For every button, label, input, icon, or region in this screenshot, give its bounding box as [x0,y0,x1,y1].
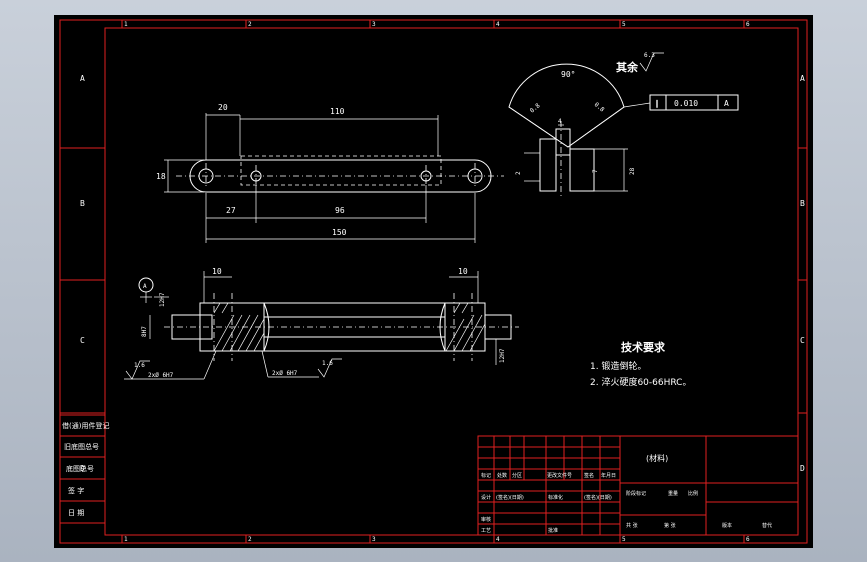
dim-20: 20 [218,103,228,112]
svg-text:3: 3 [372,21,376,28]
frame-zone-marks [60,20,807,543]
dim-4: 4 [558,118,562,125]
side-view: 90° 0.8 0.8 28 7 4 2 ∥ 0.010 A [508,63,739,197]
svg-text:4: 4 [496,21,500,28]
svg-text:6: 6 [746,536,750,543]
svg-text:2: 2 [248,21,252,28]
tech-req-title: 技术要求 [621,340,666,354]
svg-text:0.8: 0.8 [593,101,606,114]
svg-text:A: A [800,74,805,83]
svg-text:第 张: 第 张 [664,522,676,529]
holes-6h7-right: 2xØ 6H7 [272,370,298,377]
tolerance-value: 0.010 [674,99,698,108]
svg-text:标记: 标记 [481,472,491,479]
svg-text:3: 3 [372,536,376,543]
svg-text:比例: 比例 [688,490,698,497]
svg-text:B: B [80,199,85,208]
svg-text:底图总号: 底图总号 [66,464,94,473]
row-labels-left: A B C D [80,74,85,473]
svg-text:标准化: 标准化 [548,494,563,501]
dim-110: 110 [330,107,345,116]
svg-text:工艺: 工艺 [481,528,491,534]
svg-text:∥: ∥ [655,99,659,108]
tolerance-frame [649,94,739,111]
svg-text:B: B [800,199,805,208]
svg-text:分区: 分区 [512,472,522,479]
tolerance-datum: A [724,99,729,108]
svg-text:审核: 审核 [481,516,491,523]
dim-12H7-right: 12H7 [499,348,506,363]
dim-150: 150 [332,228,347,237]
technical-requirements: 技术要求 1. 锻造倒轮。 2. 淬火硬度60-66HRC。 [590,340,691,388]
svg-text:版本: 版本 [722,522,732,529]
dim-96: 96 [335,206,345,215]
svg-text:0.8: 0.8 [529,102,542,115]
dim-10-right: 10 [458,267,468,276]
dim-10-left: 10 [212,267,222,276]
left-approval-strip: 借(通)用件登记 旧底图总号 底图总号 签 字 日 期 [59,414,109,524]
svg-text:签名: 签名 [584,472,594,479]
tech-req-item-2: 2. 淬火硬度60-66HRC。 [590,376,691,388]
svg-text:共 张: 共 张 [626,522,638,529]
svg-text:借(通)用件登记: 借(通)用件登记 [62,421,109,430]
svg-text:日 期: 日 期 [68,509,84,517]
tech-req-item-1: 1. 锻造倒轮。 [590,360,646,372]
svg-text:5: 5 [622,536,626,543]
svg-text:D: D [800,464,805,473]
svg-text:(签名)(日期): (签名)(日期) [584,494,612,501]
drawing-sheet: 1 2 3 4 5 6 1 2 3 4 5 6 A B C D A B C D … [59,19,808,544]
column-labels-top: 1 2 3 4 5 6 [124,21,750,28]
dim-8H7: 8H7 [141,326,148,337]
dim-18: 18 [156,172,166,181]
rest-roughness: 其余 6.3 [616,52,664,74]
svg-text:5: 5 [622,21,626,28]
holes-6h7-left: 2xØ 6H7 [148,372,174,379]
svg-text:6.3: 6.3 [644,52,655,59]
svg-text:4: 4 [496,536,500,543]
drawing-viewport[interactable]: 1 2 3 4 5 6 1 2 3 4 5 6 A B C D A B C D … [54,15,813,548]
roughness-1.6-right: 1.6 [322,360,333,367]
svg-text:1: 1 [124,536,128,543]
svg-text:C: C [80,336,85,345]
svg-text:阶段标记: 阶段标记 [626,490,646,497]
svg-text:处数: 处数 [497,472,507,479]
svg-text:替代: 替代 [762,522,772,529]
outer-frame [59,19,808,544]
svg-text:C: C [800,336,805,345]
svg-text:旧底图总号: 旧底图总号 [64,442,99,451]
section-view: 10 10 12H7 8H7 12H7 A 1.6 2xØ 6H7 1.6 2x… [124,267,519,380]
dim-12H7-left: 12H7 [159,292,166,307]
svg-text:A: A [80,74,85,83]
column-labels-bottom: 1 2 3 4 5 6 [124,536,750,543]
title-block: 标记 处数 分区 更改文件号 签名 年月日 设计 (签名)(日期) 标准化 (签… [477,435,799,536]
svg-text:签 字: 签 字 [68,486,84,495]
svg-text:更改文件号: 更改文件号 [547,472,572,479]
svg-text:2: 2 [248,536,252,543]
svg-text:重量: 重量 [668,490,678,497]
svg-text:其余: 其余 [616,60,639,74]
svg-text:D: D [80,464,85,473]
row-labels-right: A B C D [800,74,805,473]
material-label: (材料) [646,453,668,463]
svg-text:批准: 批准 [548,527,558,534]
angle-90: 90° [561,70,575,79]
dim-28: 28 [629,167,636,175]
inner-frame [104,27,799,536]
svg-text:1: 1 [124,21,128,28]
dim-27: 27 [226,206,236,215]
svg-text:年月日: 年月日 [601,472,616,479]
svg-text:(签名)(日期): (签名)(日期) [496,494,524,501]
dim-2: 2 [515,171,522,175]
svg-text:设计: 设计 [481,494,491,501]
top-view: 110 20 18 27 96 150 [156,103,504,243]
dim-7: 7 [592,169,599,173]
svg-text:6: 6 [746,21,750,28]
roughness-1.6-left: 1.6 [134,362,145,369]
svg-text:A: A [143,283,147,290]
